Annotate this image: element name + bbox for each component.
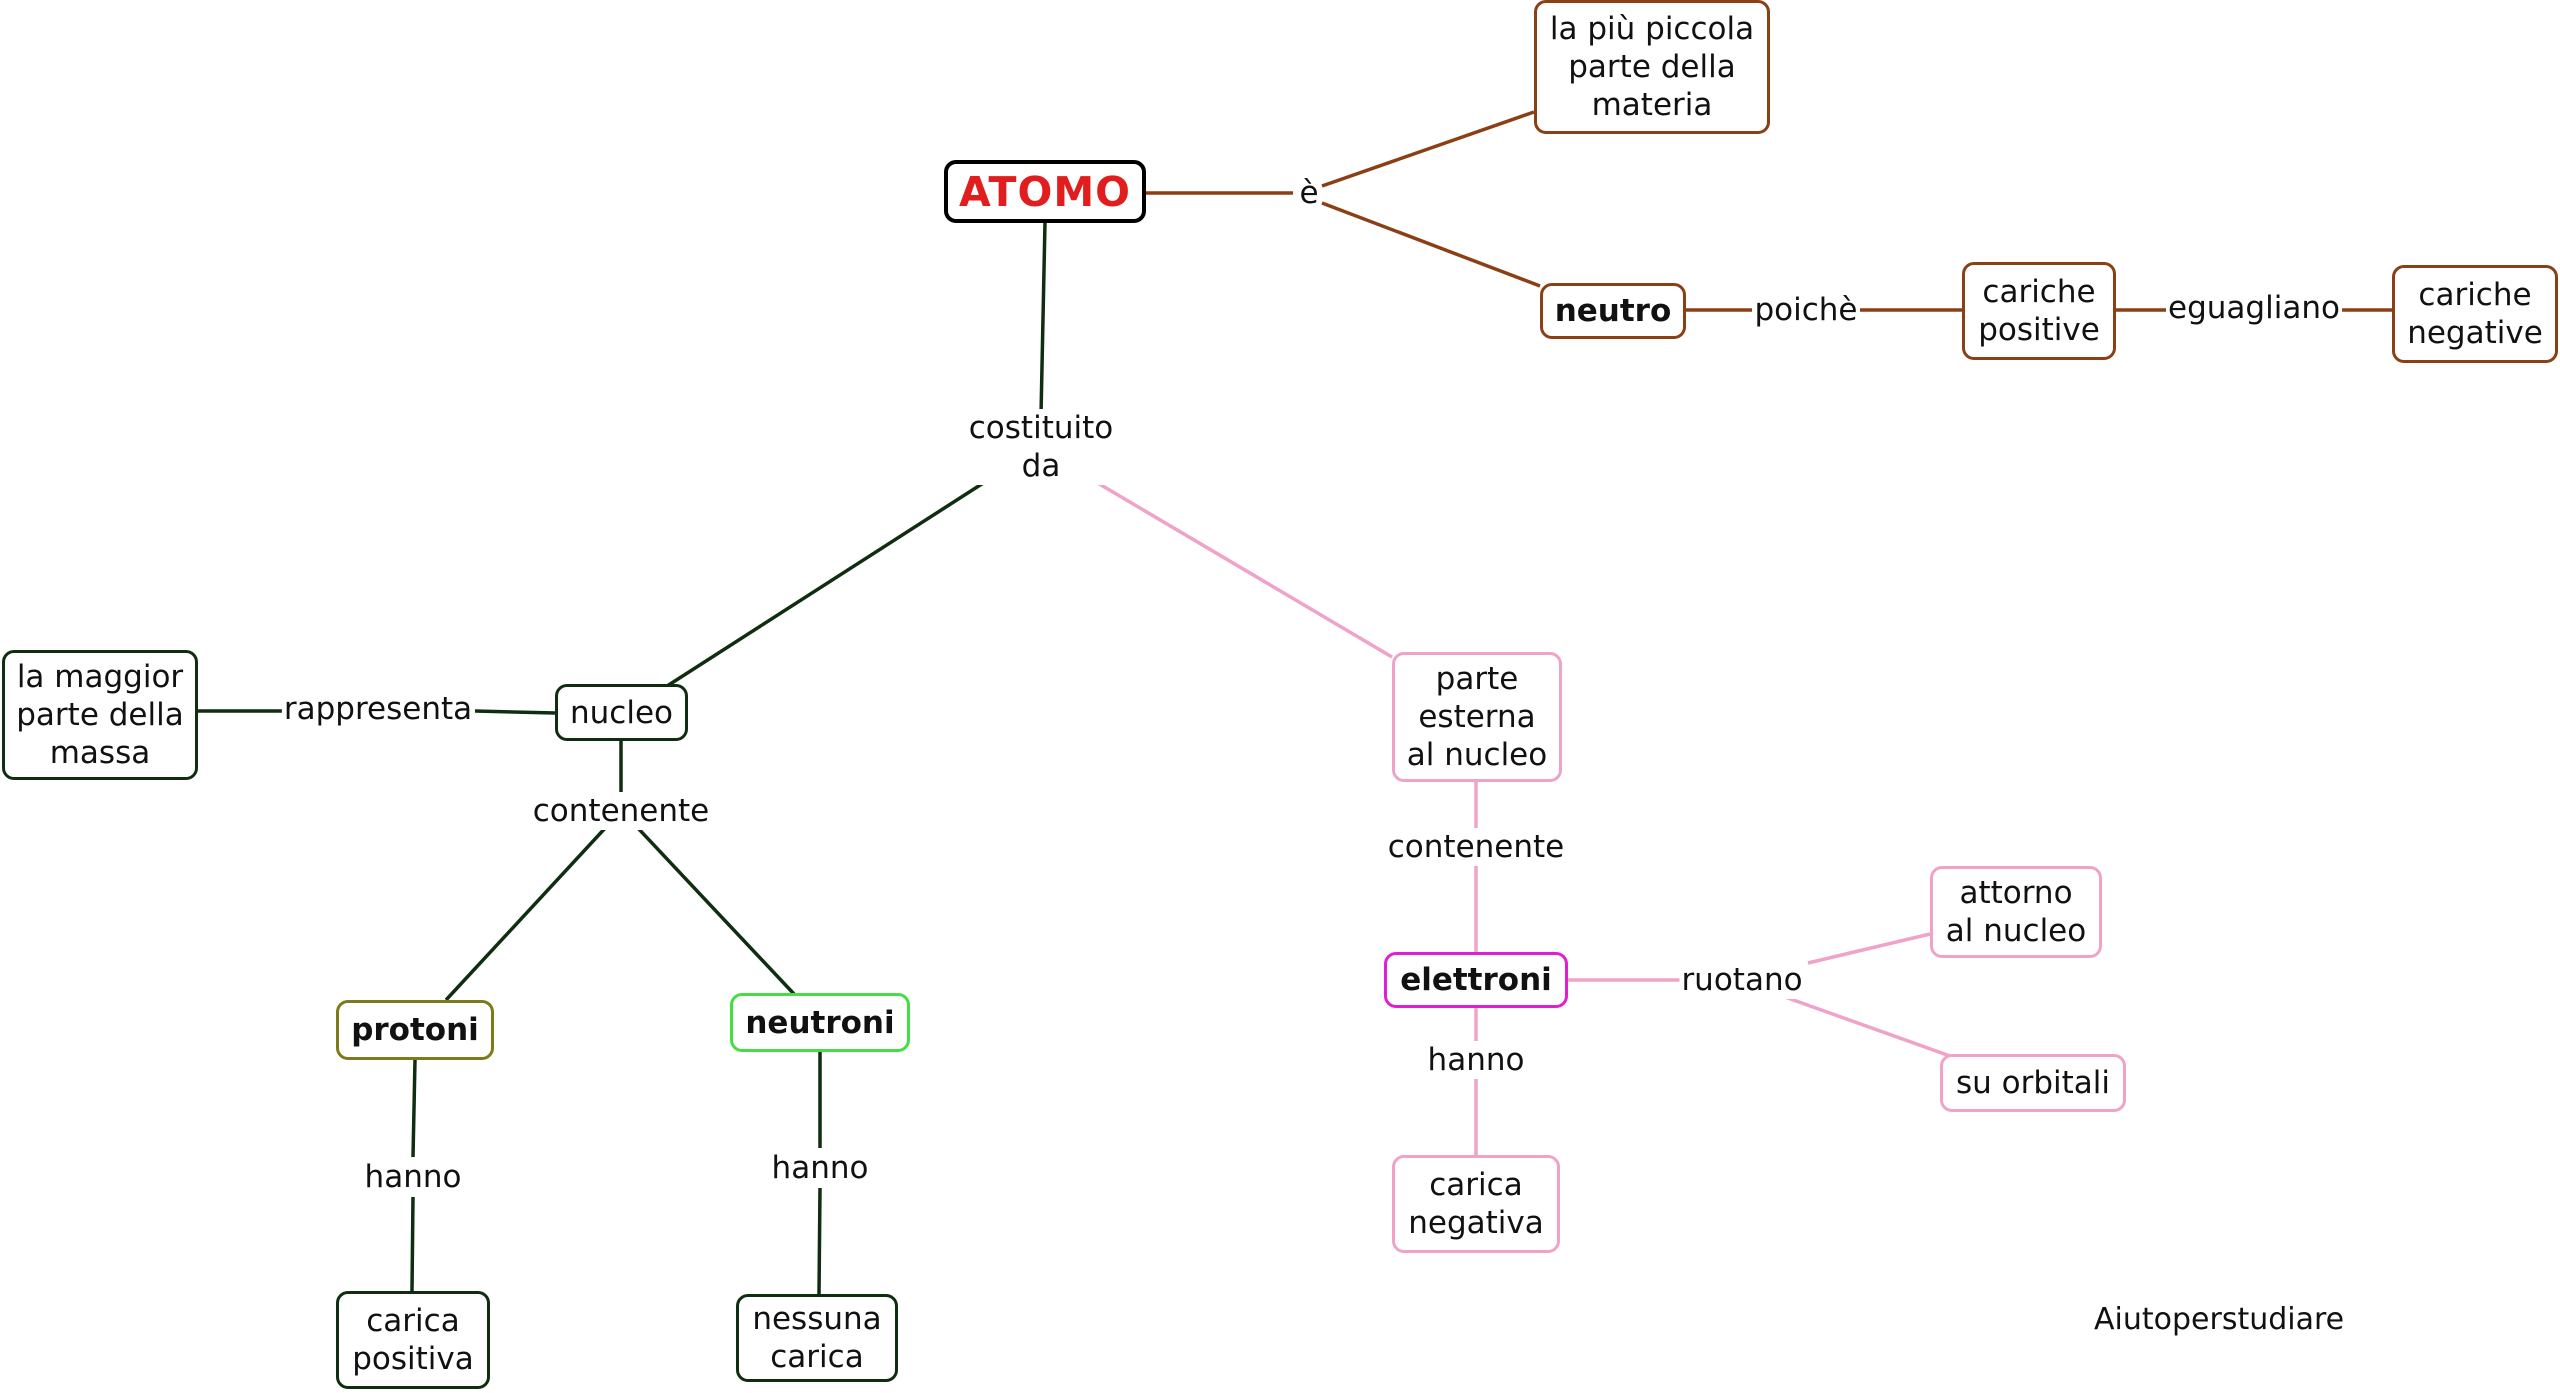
link-hanno-carica-pos <box>410 1196 415 1292</box>
watermark-text: Aiutoperstudiare <box>2094 1302 2345 1337</box>
link-nucleo-rappresenta <box>474 709 556 715</box>
node-piu-piccola-parte: la più piccola parte della materia <box>1534 0 1770 134</box>
label-rappresenta: rappresenta <box>281 690 475 728</box>
label-poiche: poichè <box>1752 291 1860 329</box>
node-maggior-parte-massa: la maggior parte della massa <box>2 650 198 780</box>
link-protoni-hanno <box>411 1059 417 1158</box>
link-costituito-nucleo <box>663 478 989 690</box>
link-ruotano-orbitali <box>1784 995 1951 1058</box>
link-contenente-neutroni <box>633 823 796 996</box>
label-contenente-parte-esterna: contenente <box>1385 828 1567 866</box>
link-hanno-nessuna <box>817 1187 822 1295</box>
node-parte-esterna: parte esterna al nucleo <box>1392 652 1562 782</box>
label-e: è <box>1297 174 1321 212</box>
node-nessuna-carica: nessuna carica <box>736 1294 898 1382</box>
label-ruotano: ruotano <box>1679 961 1805 999</box>
node-carica-positiva: carica positiva <box>336 1291 490 1389</box>
label-hanno-neutroni: hanno <box>769 1149 871 1187</box>
label-eguagliano: eguagliano <box>2166 289 2342 327</box>
node-elettroni: elettroni <box>1384 952 1568 1008</box>
node-cariche-negative: cariche negative <box>2392 265 2558 363</box>
link-e-piu-piccola <box>1321 110 1535 188</box>
node-neutroni: neutroni <box>730 993 910 1052</box>
link-atomo-costituito <box>1039 221 1047 416</box>
node-protoni: protoni <box>336 1000 494 1060</box>
link-contenente-protoni <box>444 823 610 1002</box>
link-costituito-parte-esterna <box>1095 480 1393 659</box>
node-neutro: neutro <box>1540 283 1686 339</box>
label-hanno-protoni: hanno <box>362 1158 464 1196</box>
link-e-neutro <box>1321 201 1541 288</box>
node-cariche-positive: cariche positive <box>1962 262 2116 360</box>
label-hanno-elettroni: hanno <box>1425 1041 1527 1079</box>
link-ruotano-attorno <box>1807 932 1931 965</box>
label-contenente-nucleo: contenente <box>530 792 712 830</box>
node-carica-negativa: carica negativa <box>1392 1155 1560 1253</box>
node-attorno-nucleo: attorno al nucleo <box>1930 866 2102 958</box>
node-atomo: ATOMO <box>944 160 1146 223</box>
node-su-orbitali: su orbitali <box>1940 1054 2126 1112</box>
node-nucleo: nucleo <box>555 684 688 741</box>
label-costituito-da: costituito da <box>966 409 1116 485</box>
